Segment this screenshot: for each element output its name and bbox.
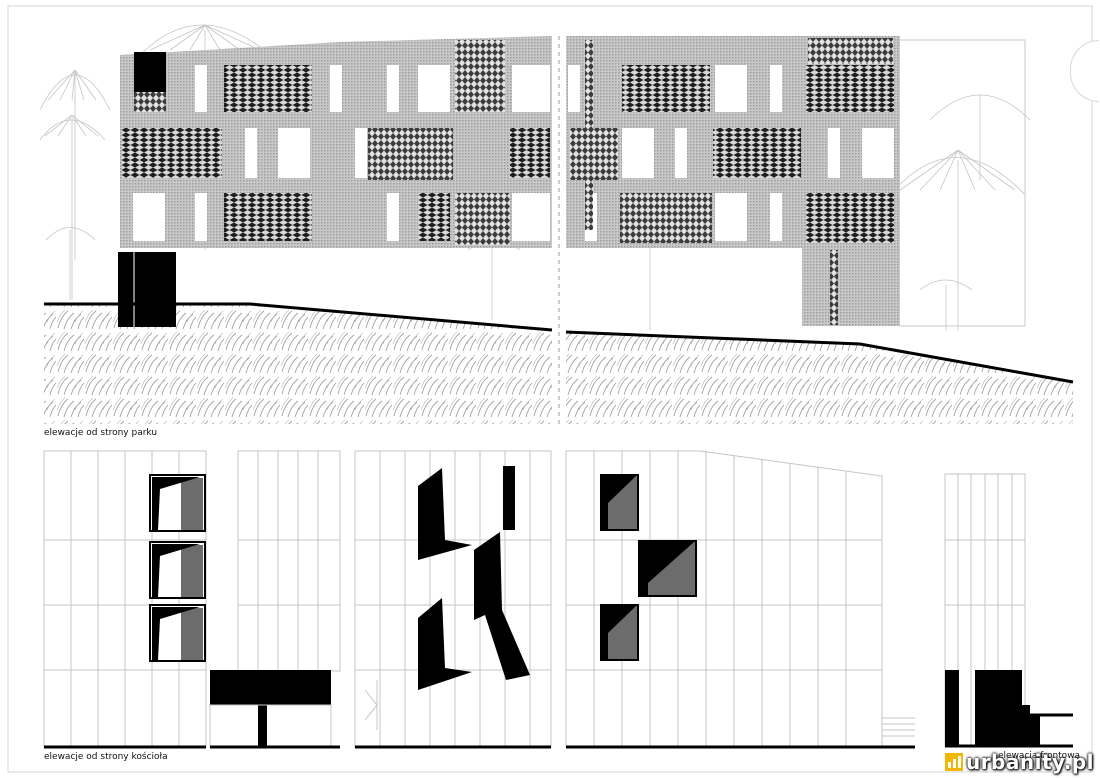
recessed-window: [638, 540, 697, 597]
facade-grid: [354, 450, 552, 748]
tree: [929, 94, 1031, 180]
screen-panel: [134, 90, 166, 112]
screen-panel: [368, 128, 453, 180]
window: [133, 193, 165, 241]
recessed-window: [600, 604, 639, 661]
entrance-block: [945, 670, 959, 746]
window: [770, 193, 782, 241]
window: [355, 128, 367, 178]
ground-line-left: [44, 302, 553, 332]
window: [770, 65, 782, 112]
screen-panel: [455, 40, 505, 112]
screen-panel: [620, 193, 712, 243]
window: [418, 65, 450, 112]
canopy: [210, 670, 331, 705]
recessed-window: [149, 541, 206, 599]
window: [862, 128, 894, 178]
folded-window: [474, 532, 530, 680]
church-elevations: [43, 450, 1073, 749]
ground-right: [566, 332, 1073, 424]
recessed-window: [149, 474, 206, 532]
window: [512, 193, 550, 241]
screen-panel: [570, 128, 618, 180]
base-volume: [209, 704, 332, 748]
shutter-band: [806, 65, 894, 112]
tree: [39, 69, 111, 260]
caption-church-elevation: elewacje od strony kościoła: [44, 752, 168, 762]
facade-right-base: [802, 248, 900, 326]
watermark: urbanity.pl: [944, 750, 1094, 774]
tree: [919, 279, 973, 330]
church-elevation-c: [354, 450, 552, 749]
window: [622, 128, 654, 178]
tree: [467, 239, 521, 320]
background-volume: [900, 39, 1026, 327]
shutter-band: [806, 193, 894, 243]
recessed-window: [149, 604, 206, 662]
board-frame: [7, 5, 1093, 773]
window: [828, 128, 840, 178]
facade-grid: [237, 450, 341, 672]
shutter-band: [510, 128, 550, 178]
screen-panel: [585, 40, 593, 230]
canopy-column: [258, 705, 267, 747]
ground-left: [44, 304, 552, 424]
window: [568, 65, 580, 112]
recessed-window: [600, 474, 639, 531]
shutter-band: [713, 128, 801, 178]
tree: [45, 227, 96, 300]
shutter-band: [418, 193, 450, 241]
window: [278, 128, 310, 178]
shutter-band: [622, 65, 710, 112]
shutter-bands: [122, 65, 894, 243]
entrance-block: [975, 670, 993, 746]
stairs: [882, 717, 915, 737]
window: [330, 65, 342, 112]
door-mark: [364, 680, 378, 730]
shutter-band: [224, 65, 312, 112]
caption-park-elevation: elewacje od strony parku: [44, 428, 158, 438]
window-openings-left: [133, 65, 550, 241]
window: [503, 466, 515, 530]
tree: [39, 114, 106, 300]
ground-line-right: [565, 330, 1074, 384]
corner-black-window: [134, 52, 166, 92]
window: [195, 193, 207, 241]
tree: [889, 149, 1026, 330]
window: [715, 193, 747, 241]
shutter-band: [122, 128, 222, 178]
church-elevation-b: [209, 450, 341, 749]
entrance-block: [118, 252, 176, 327]
window: [512, 65, 550, 112]
stepped-block: [993, 670, 1040, 746]
folded-window: [418, 598, 472, 690]
window: [387, 193, 399, 241]
screen-panel: [455, 193, 510, 245]
window: [195, 65, 207, 112]
park-elevation: [39, 24, 1074, 424]
folded-window: [418, 468, 472, 560]
front-elevation: [944, 473, 1073, 748]
screen-panel: [830, 250, 838, 325]
urbanity-logo-icon: [944, 753, 963, 771]
window: [245, 128, 257, 178]
window: [715, 65, 747, 112]
perforated-screens: [134, 38, 893, 325]
shutter-band: [224, 193, 312, 241]
church-elevation-d: [565, 450, 915, 749]
screen-panel: [808, 38, 893, 64]
watermark-text: urbanity.pl: [965, 750, 1094, 774]
church-elevation-a: [43, 450, 207, 749]
window: [387, 65, 399, 112]
window: [675, 128, 687, 178]
window-openings-right: [568, 65, 894, 241]
caption-front-elevation: elewacja frontowa: [998, 751, 1081, 761]
